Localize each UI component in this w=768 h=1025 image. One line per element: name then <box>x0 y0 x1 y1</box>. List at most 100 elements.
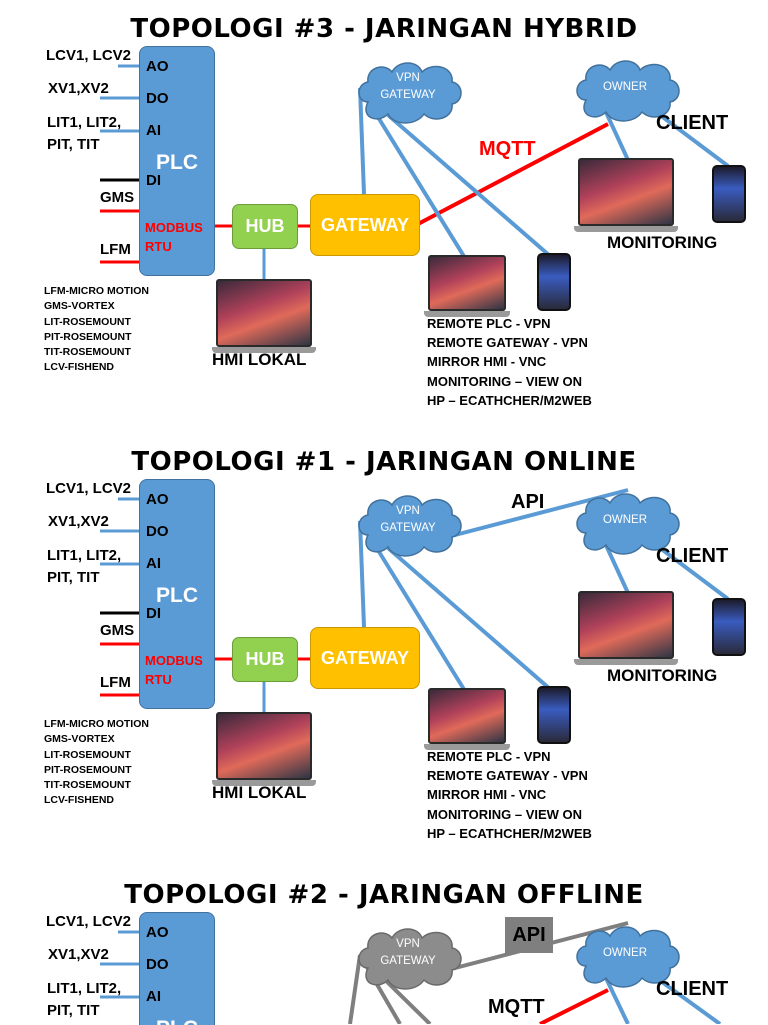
legend-item: LFM-MICRO MOTION <box>44 718 149 730</box>
legend-item: TIT-ROSEMOUNT <box>44 346 131 359</box>
phone-icon <box>712 598 746 656</box>
vpn-text: VPN <box>396 72 420 84</box>
port-ao: AO <box>146 491 169 508</box>
owner-cloud-label: OWNER <box>602 81 648 93</box>
input-xv-label: XV1,XV2 <box>48 946 109 963</box>
gateway-node: GATEWAY <box>310 627 420 689</box>
hub-node: HUB <box>232 204 298 249</box>
api-link-label: API <box>511 491 545 513</box>
laptop-icon <box>574 158 678 232</box>
client-label: CLIENT <box>656 545 729 567</box>
legend-list: LFM-MICRO MOTION GMS-VORTEX LIT-ROSEMOUN… <box>44 717 149 809</box>
plc-label: PLC <box>156 151 198 174</box>
legend-item: LFM-MICRO MOTION <box>44 285 149 297</box>
phone-icon <box>537 253 571 311</box>
input-lfm-label: LFM <box>100 674 131 691</box>
legend-item: PIT-ROSEMOUNT <box>44 330 132 343</box>
laptop-icon <box>574 591 678 665</box>
vpn-gateway-cloud-label: VPN GATEWAY <box>372 70 444 104</box>
legend-item: PIT-ROSEMOUNT <box>44 763 132 776</box>
section-hybrid-wires <box>100 60 730 280</box>
hmi-lokal-label: HMI LOKAL <box>212 783 307 802</box>
legend-item: LCV-FISHEND <box>44 794 115 807</box>
hmi-lokal-label: HMI LOKAL <box>212 350 307 369</box>
gateway-node: GATEWAY <box>310 194 420 256</box>
phone-icon <box>712 165 746 223</box>
plc-block: AO DO AI PLC DI MODBUS RTU <box>139 479 215 709</box>
vpn-text: VPN <box>396 938 420 950</box>
input-gms-label: GMS <box>100 622 135 639</box>
port-ai: AI <box>146 988 161 1005</box>
mqtt-link-label: MQTT <box>488 996 545 1018</box>
input-lit-label: LIT1, LIT2, <box>47 980 122 997</box>
legend-item: LIT-ROSEMOUNT <box>44 748 131 761</box>
input-xv-label: XV1,XV2 <box>48 80 109 97</box>
laptop-icon <box>424 255 510 317</box>
laptop-icon <box>212 712 316 786</box>
input-pit-label: PIT, TIT <box>47 1002 100 1019</box>
legend-item: GMS-VORTEX <box>44 300 115 313</box>
page-title-online: TOPOLOGI #1 - JARINGAN ONLINE <box>131 447 637 477</box>
remote-access-notes: REMOTE PLC - VPN REMOTE GATEWAY - VPN MI… <box>427 314 592 410</box>
laptop-icon <box>212 279 316 353</box>
laptop-icon <box>424 688 510 750</box>
gateway-text: GATEWAY <box>380 89 436 101</box>
modbus-label: MODBUS <box>145 653 203 668</box>
input-lcv-label: LCV1, LCV2 <box>46 480 132 497</box>
vpn-text: VPN <box>396 505 420 517</box>
note-item: MONITORING – VIEW ON <box>427 806 583 822</box>
plc-label: PLC <box>156 1017 198 1025</box>
note-item: MONITORING – VIEW ON <box>427 373 583 389</box>
note-item: HP – ECATHCHER/M2WEB <box>427 825 592 841</box>
note-item: REMOTE GATEWAY - VPN <box>427 768 588 784</box>
port-ai: AI <box>146 555 161 572</box>
modbus-label: MODBUS <box>145 220 203 235</box>
port-do: DO <box>146 90 169 107</box>
vpn-gateway-cloud-label: VPN GATEWAY <box>372 503 444 537</box>
port-ai: AI <box>146 122 161 139</box>
phone-icon <box>537 686 571 744</box>
note-item: REMOTE PLC - VPN <box>427 316 551 331</box>
note-item: MIRROR HMI - VNC <box>427 354 547 370</box>
input-pit-label: PIT, TIT <box>47 136 100 153</box>
note-item: MIRROR HMI - VNC <box>427 787 547 803</box>
input-xv-label: XV1,XV2 <box>48 513 109 530</box>
note-item: REMOTE GATEWAY - VPN <box>427 335 588 351</box>
port-di: DI <box>146 605 161 622</box>
legend-item: TIT-ROSEMOUNT <box>44 779 131 792</box>
client-label: CLIENT <box>656 978 729 1000</box>
port-ao: AO <box>146 924 169 941</box>
input-lcv-label: LCV1, LCV2 <box>46 913 132 930</box>
input-gms-label: GMS <box>100 189 135 206</box>
port-do: DO <box>146 956 169 973</box>
page-title-hybrid: TOPOLOGI #3 - JARINGAN HYBRID <box>130 14 638 44</box>
legend-item: GMS-VORTEX <box>44 733 115 746</box>
port-do: DO <box>146 523 169 540</box>
port-di: DI <box>146 172 161 189</box>
port-ao: AO <box>146 58 169 75</box>
hub-node: HUB <box>232 637 298 682</box>
monitoring-label: MONITORING <box>607 233 718 252</box>
monitoring-label: MONITORING <box>607 666 718 685</box>
input-pit-label: PIT, TIT <box>47 569 100 586</box>
input-lfm-label: LFM <box>100 241 131 258</box>
owner-cloud-label: OWNER <box>602 514 648 526</box>
plc-block: AO DO AI PLC DI MODBUS RTU <box>139 46 215 276</box>
legend-item: LIT-ROSEMOUNT <box>44 315 131 328</box>
note-item: HP – ECATHCHER/M2WEB <box>427 392 592 408</box>
note-item: REMOTE PLC - VPN <box>427 749 551 764</box>
input-lcv-label: LCV1, LCV2 <box>46 47 132 64</box>
gateway-text: GATEWAY <box>380 522 436 534</box>
input-lit-label: LIT1, LIT2, <box>47 114 122 131</box>
plc-label: PLC <box>156 584 198 607</box>
section-online-wires <box>100 488 730 713</box>
vpn-gateway-cloud-label: VPN GATEWAY <box>372 936 444 970</box>
client-label: CLIENT <box>656 112 729 134</box>
rtu-label: RTU <box>145 239 172 254</box>
input-lit-label: LIT1, LIT2, <box>47 547 122 564</box>
rtu-label: RTU <box>145 672 172 687</box>
gateway-text: GATEWAY <box>380 955 436 967</box>
legend-list: LFM-MICRO MOTION GMS-VORTEX LIT-ROSEMOUN… <box>44 284 149 376</box>
remote-access-notes: REMOTE PLC - VPN REMOTE GATEWAY - VPN MI… <box>427 747 592 843</box>
